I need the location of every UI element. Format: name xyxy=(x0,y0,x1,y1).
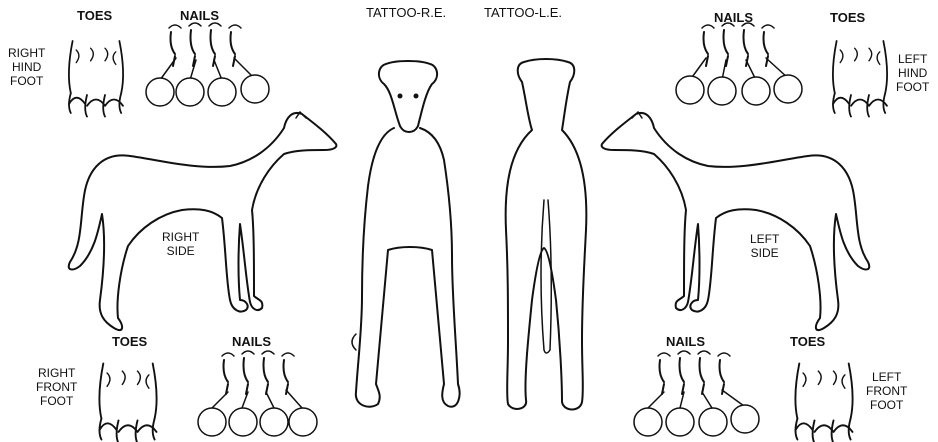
left-hind-nails-heading: NAILS xyxy=(714,10,753,25)
left-hind-nail-lines xyxy=(690,58,788,80)
right-hind-toes-heading: TOES xyxy=(77,8,112,23)
left-hind-nail-circles xyxy=(676,75,802,105)
left-front-nails-claws xyxy=(658,351,730,394)
greyhound-rear-view-outline xyxy=(506,59,587,410)
right-front-nail-circles xyxy=(198,408,317,436)
right-hind-nail-lines xyxy=(160,58,254,80)
greyhound-right-side-outline xyxy=(69,112,337,330)
tattoo-right-ear-label: TATTOO-R.E. xyxy=(366,6,446,20)
left-front-nail-lines xyxy=(648,390,744,408)
right-front-toes-heading: TOES xyxy=(112,334,147,349)
right-front-nails-heading: NAILS xyxy=(232,334,271,349)
left-front-toes-heading: TOES xyxy=(790,334,825,349)
left-hind-toes-paw xyxy=(833,41,887,117)
greyhound-left-side-outline xyxy=(602,112,870,330)
right-hind-nail-circles xyxy=(146,75,269,106)
greyhound-front-view-outline xyxy=(352,61,460,407)
right-front-toes-paw xyxy=(99,364,156,442)
right-hind-nails-claws xyxy=(169,23,241,66)
left-front-nail-circles xyxy=(634,405,759,436)
left-hind-nails-claws xyxy=(702,23,774,66)
right-hind-toes-paw xyxy=(69,41,123,117)
left-hind-toes-heading: TOES xyxy=(830,10,865,25)
tattoo-left-ear-label: TATTOO-L.E. xyxy=(484,6,562,20)
right-hind-nails-heading: NAILS xyxy=(180,8,219,23)
left-front-toes-paw xyxy=(795,364,852,442)
left-front-nails-heading: NAILS xyxy=(666,334,705,349)
right-front-nails-claws xyxy=(222,351,294,394)
